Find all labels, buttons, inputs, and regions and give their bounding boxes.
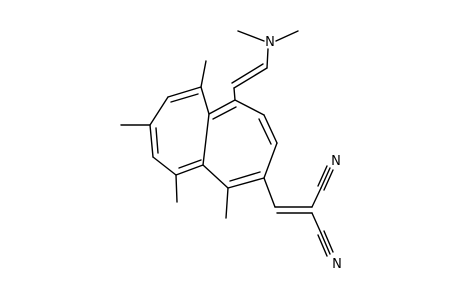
bond-left-e <box>152 156 177 176</box>
bond-left-a <box>200 86 210 115</box>
bond-ring-e <box>202 164 229 189</box>
bond-nitrile-lower-triple-a <box>320 232 331 255</box>
bond-nitrile-upper-triple-a <box>320 167 331 189</box>
bond-nitrile-upper-triple-c <box>317 165 328 187</box>
bond-methyl-lower-left <box>175 174 178 203</box>
bond-ring-a <box>234 99 265 116</box>
bond-left-f <box>175 164 204 176</box>
bond-n-vinyl <box>266 48 269 69</box>
bond-methyl-bottom <box>225 187 229 219</box>
bond-n-methyl-right <box>275 30 299 42</box>
bond-nitrile-upper-triple-b <box>323 169 334 191</box>
bond-vinyl-ring <box>233 87 236 101</box>
bond-exo-single <box>263 177 276 208</box>
atom-label-n-nitrile-upper: N <box>331 154 341 169</box>
bond-left-b <box>167 86 202 98</box>
bond-vinyl-double-b <box>231 63 264 84</box>
bond-nitrile-upper-single <box>311 187 322 208</box>
bond-nitrile-lower-triple-b <box>323 230 334 253</box>
bond-nitrile-lower-triple-c <box>317 234 328 257</box>
bond-left-b-double <box>170 93 199 103</box>
atom-label-n-nitrile-lower: N <box>332 257 342 272</box>
bond-ring-f <box>208 99 236 115</box>
bond-methyl-top <box>200 60 207 88</box>
bond-ring-b-double <box>258 118 272 145</box>
bond-ring-b <box>263 114 278 144</box>
bond-ring-c <box>263 142 278 179</box>
bond-ring-f-double <box>212 106 237 120</box>
bond-left-c <box>149 96 169 126</box>
bond-left-d <box>149 124 154 158</box>
bond-nitrile-lower-single <box>311 212 322 234</box>
bond-ring-d <box>227 177 265 189</box>
bond-left-d-double <box>155 127 159 154</box>
bond-n-methyl-left <box>237 30 265 42</box>
bond-fused <box>202 113 210 166</box>
atom-label-n-amine: N <box>265 35 275 50</box>
bond-ring-d-double <box>229 171 261 182</box>
bond-left-f-double <box>178 159 202 169</box>
bond-vinyl-double-a <box>233 67 268 89</box>
